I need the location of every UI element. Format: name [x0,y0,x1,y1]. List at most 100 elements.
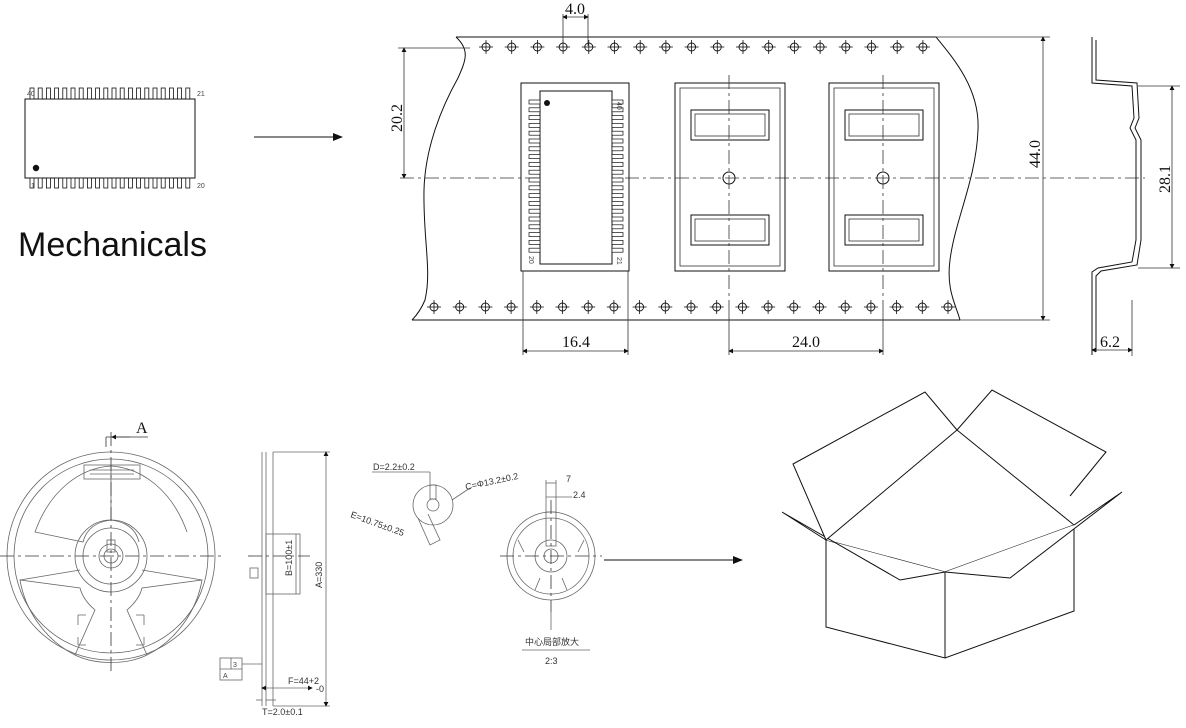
pocket-ic-pins-right [611,99,624,253]
pocket-ic-pin [528,123,541,128]
sprocket-hole [684,300,698,314]
dim-hub-e: E=10.75±0.25 [349,509,405,538]
pocket-ic-pin [611,232,624,237]
pocket-ic-pin [528,177,541,183]
pin1-dot [32,164,40,172]
sprocket-hole [427,300,441,314]
pocket-ic-pin [611,154,624,159]
ic-pin [152,87,158,100]
ic-pin [95,177,100,189]
carrier-tape: 40 20 21 4.0 [389,1,1145,355]
pocket-ic-pin [611,115,624,120]
pocket-ic-pin [528,107,541,113]
sprocket-hole [812,300,827,314]
hub-detail: D=2.2±0.2 C=Φ13.2±0.2 E=10.75±0.25 [349,462,519,546]
sprocket-hole [478,300,493,314]
sprocket-hole [761,300,776,314]
pocket-ic-pin [611,185,624,191]
ic-pin-label-tr: 21 [197,91,205,98]
ic-pin [136,87,142,100]
sprocket-hole [787,40,802,54]
pocket-ic-pin [611,107,624,113]
sprocket-hole [633,40,648,54]
ic-pin [54,177,59,189]
sprocket-hole [941,300,955,314]
pocket-pin-label-right: 21 [615,257,622,265]
sprocket-hole [915,300,930,314]
sprocket-holes-bottom [427,300,955,314]
ic-pin [29,87,35,100]
dim-cavity: 28.1 [1157,165,1174,193]
dim-hub-c: C=Φ13.2±0.2 [464,471,519,492]
sprocket-hole [607,40,622,54]
ic-pin [87,177,92,189]
ic-pin [144,87,150,100]
flag-a: A [223,673,228,680]
ic-pin [119,177,125,189]
sprocket-hole [632,300,647,314]
dim-reel-b: B=100±1 [284,540,294,576]
pocket-ic-pin [528,130,541,136]
pocket-ic-pin [611,146,624,152]
sprocket-holes-top [479,40,930,54]
ic-pin [160,87,166,100]
pocket-ic-pin [528,185,541,191]
ic-pin [87,87,92,100]
ic-package: 40 21 1 20 [24,87,205,190]
sprocket-hole [606,300,621,314]
dim-center-24: 2.4 [573,490,586,500]
dim-center-7: 7 [566,474,571,484]
ic-pin [177,177,183,189]
sprocket-hole [530,40,545,54]
dim-pocket-width: 16.4 [562,334,590,351]
pocket-ic-pin [611,138,624,144]
pocket-ic-pin [611,99,624,105]
ic-pin [37,177,43,189]
dim-depth: 6.2 [1100,334,1120,351]
sprocket-hole [786,300,801,314]
pocket-ic-pin [528,208,541,214]
ic-pin [103,87,109,100]
dim-reel-f-tol: -0 [316,684,324,694]
sprocket-hole [864,40,879,54]
pocket-ic-pin [611,193,624,198]
ic-pin [168,87,174,100]
ic-pin [119,87,125,100]
sprocket-hole [504,300,519,314]
dim-reel-t: T=2.0±0.1 [262,707,303,717]
sprocket-hole [736,40,750,54]
pocket-ic-pin [611,247,624,253]
reel-front-view: A [0,420,225,672]
pocket-ic-pin [611,240,624,245]
pocket-ic-pin [611,216,624,222]
ic-pin [152,177,158,189]
ic-pin [136,177,142,189]
pocket-ic-pin [528,224,541,230]
pocket-ic-pin [611,130,624,136]
ic-pin [127,87,133,100]
pocket-ic-pin [528,247,541,253]
sprocket-hole [479,40,493,54]
sprocket-hole [863,300,878,314]
ic-pin [185,87,191,100]
pocket-ic-pin [611,177,624,183]
flag-3: 3 [233,662,237,669]
pocket-ic-pin [528,138,541,144]
ic-pin [177,87,183,100]
ic-pin [46,177,51,189]
pocket-pin-label-bottom: 20 [527,256,534,264]
pocket-ic-pin [528,162,541,167]
ic-pin [78,87,84,100]
pocket-ic-pin [528,193,541,198]
pocket-ic-pin [611,201,624,206]
view-label-a: A [136,420,148,437]
dim-offset: 20.2 [389,104,406,132]
zoom-scale: 2:3 [545,656,558,666]
pocket-ic-pin [528,169,541,175]
sprocket-hole [555,300,570,314]
ic-pin [54,87,59,100]
pocket-ic-pin [528,201,541,206]
ic-pin [37,87,43,100]
pocket-ic-pin [528,154,541,159]
